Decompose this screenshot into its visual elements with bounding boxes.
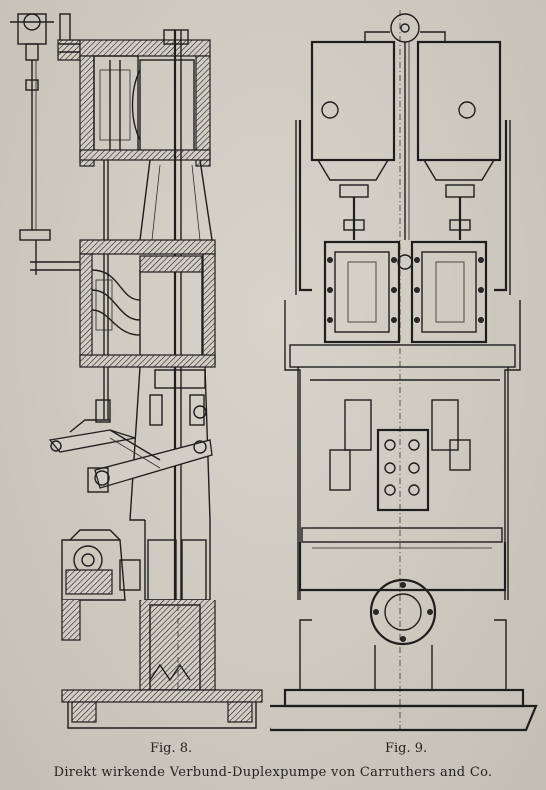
fig8-label: Fig. 8.: [150, 741, 193, 756]
pump-plunger: [139, 520, 216, 691]
fig9-elevation-drawing: [270, 10, 538, 732]
fig8-sectional-drawing: [10, 13, 263, 729]
top-governor-wheel: [364, 13, 446, 240]
base-front: [270, 688, 538, 732]
frame-columns: [284, 300, 521, 600]
fig9-label: Fig. 9.: [385, 741, 428, 756]
base-plate: [61, 689, 263, 729]
valve-gear-front: [329, 399, 471, 512]
air-pump-chamber: [61, 529, 141, 641]
upper-cylinders-pair: [295, 40, 511, 295]
valve-gear-linkage: [48, 419, 213, 493]
figure-caption: Direkt wirkende Verbund-Duplexpumpe von …: [53, 765, 493, 780]
lower-cylinder: [79, 239, 216, 368]
lower-steam-chests: [323, 240, 488, 344]
upper-cylinder: [79, 29, 211, 167]
pump-body: [298, 527, 507, 690]
crossheads: [339, 184, 475, 240]
